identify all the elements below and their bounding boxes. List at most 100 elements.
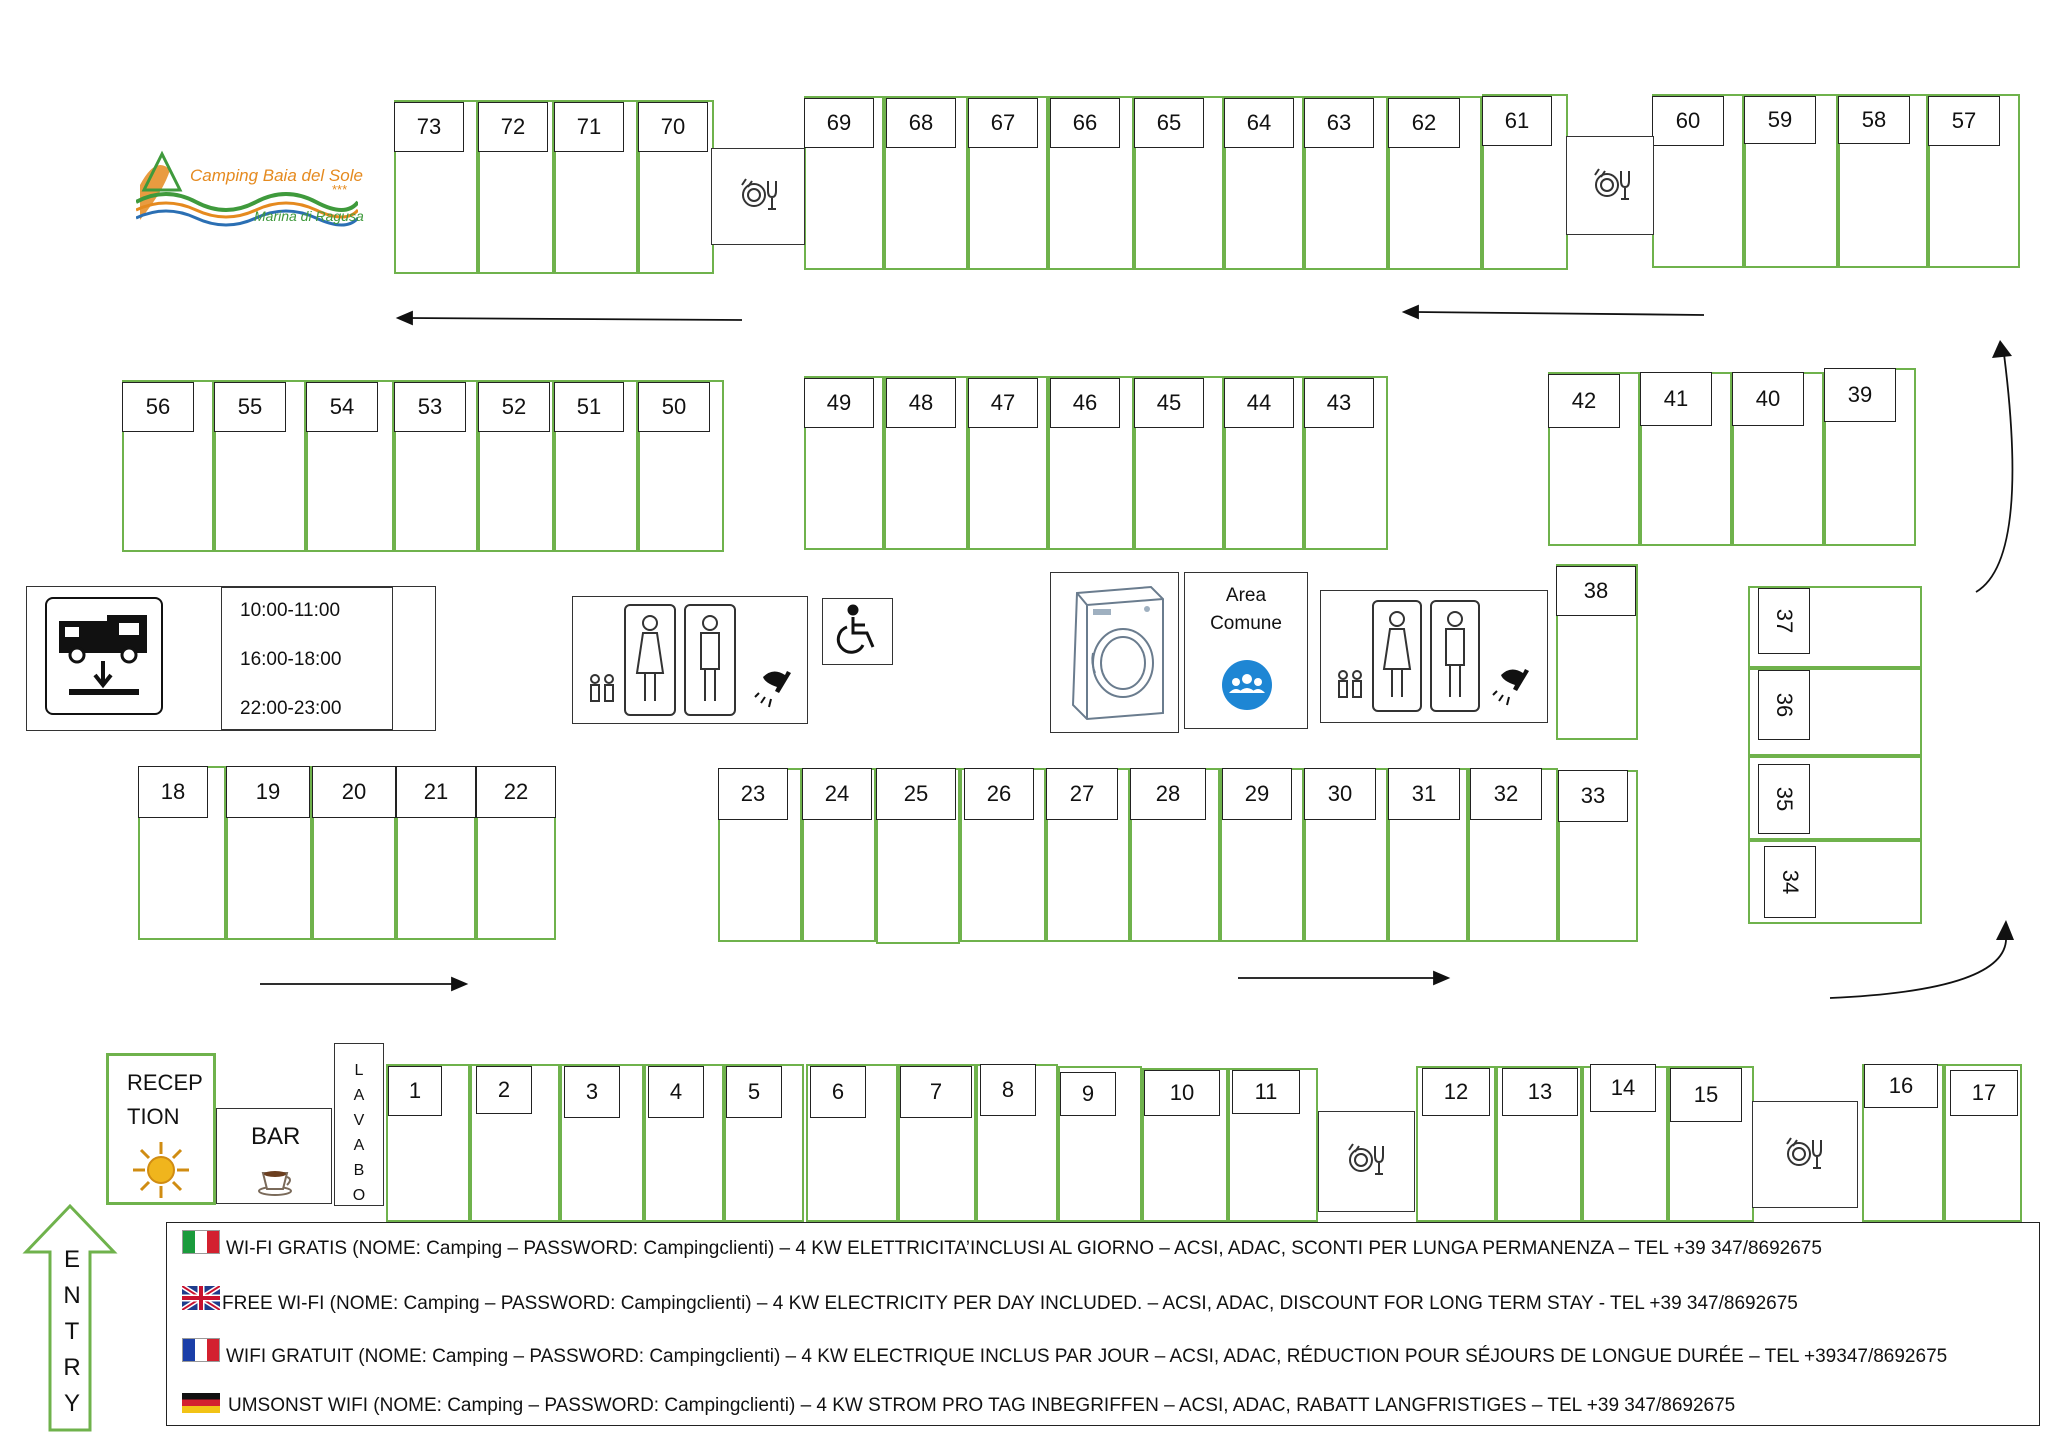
info-line-french: WIFI GRATUIT (NOME: Camping – PASSWORD: … [226,1346,1948,1367]
people-group-icon [1222,660,1272,710]
pitch-number-45: 45 [1134,378,1204,428]
pitch-number-10: 10 [1144,1070,1220,1116]
common-area: Area Comune [1184,572,1308,729]
pitch-number-46: 46 [1050,378,1120,428]
pitch-number-39: 39 [1824,368,1896,422]
shower-icon [1492,669,1529,706]
pitch-number-28: 28 [1130,768,1206,820]
pitch-number-2: 2 [476,1066,532,1114]
camper-service-hours-box: 10:00-11:00 16:00-18:00 22:00-23:00 [221,587,393,730]
pitch-number-8: 8 [980,1064,1036,1116]
pitch-number-71: 71 [554,102,624,152]
pitch-number-41: 41 [1640,372,1712,426]
lavabo-letter: L [354,1062,364,1079]
pitch-number-72: 72 [478,102,548,152]
pitch-number-32: 32 [1470,768,1542,820]
toilet-block-right [1320,590,1548,723]
toilet-icon [590,604,791,716]
direction-arrow-top-left [395,310,743,326]
flag-italy-icon [182,1230,220,1254]
dishwashing-station-bottom-left [1318,1111,1415,1212]
lavabo-letter: B [353,1162,365,1179]
pitch-number-66: 66 [1050,98,1120,148]
dishwashing-icon [741,178,777,210]
common-area-label-1: Area [1225,585,1267,606]
pitch-number-52: 52 [478,382,550,432]
reception-label-1: RECEP [127,1070,203,1095]
pitch-number-9: 9 [1060,1072,1116,1116]
pitch-number-14: 14 [1590,1064,1656,1112]
pitch-number-36: 36 [1758,670,1810,740]
pitch-number-16: 16 [1864,1064,1938,1108]
bar-label: BAR [251,1123,301,1150]
pitch-number-34: 34 [1764,846,1816,918]
direction-arrow-lower-left [260,976,469,992]
pitch-number-26: 26 [964,768,1034,820]
info-panel [166,1222,2040,1426]
pitch-number-3: 3 [564,1066,620,1118]
dishwashing-station-top-right [1566,136,1654,235]
reception: RECEP TION [106,1053,216,1205]
pitch-number-31: 31 [1388,768,1460,820]
entry-letter: Y [63,1390,80,1417]
pitch-number-37: 37 [1758,588,1810,654]
service-time-2: 16:00-18:00 [240,649,342,670]
pitch-number-21: 21 [396,766,476,818]
pitch-number-29: 29 [1222,768,1292,820]
pitch-number-7: 7 [900,1066,972,1118]
direction-arrow-top-right [1401,304,1705,320]
info-line-english: FREE WI-FI (NOME: Camping – PASSWORD: Ca… [222,1293,1798,1314]
pitch-number-5: 5 [726,1066,782,1118]
pitch-number-44: 44 [1224,378,1294,428]
pitch-number-62: 62 [1388,98,1460,148]
pitch-11 [1228,1068,1318,1222]
dishwashing-station-top-left [711,148,805,245]
pitch-number-24: 24 [802,768,872,820]
logo-graphic [135,150,360,227]
lavabo-letter: V [353,1112,365,1129]
wheelchair-icon [836,604,875,654]
entry-letter: R [63,1354,81,1381]
bar: BAR [216,1108,332,1204]
pitch-number-50: 50 [638,382,710,432]
pitch-number-15: 15 [1670,1068,1742,1122]
pitch-number-53: 53 [394,382,466,432]
pitch-number-20: 20 [312,766,396,818]
pitch-number-1: 1 [388,1066,442,1116]
dishwashing-icon [1348,1143,1384,1175]
pitch-number-70: 70 [638,102,708,152]
pitch-number-33: 33 [1558,770,1628,822]
logo-place: Marina di Ragusa [254,208,364,224]
pitch-number-54: 54 [306,382,378,432]
pitch-number-47: 47 [968,378,1038,428]
curved-arrow-right-top [1975,353,2014,593]
toilet-icon [1338,600,1529,712]
direction-arrow-lower-right [1238,970,1451,986]
info-line-italian: WI-FI GRATIS (NOME: Camping – PASSWORD: … [226,1238,1822,1259]
flag-france-icon [182,1338,220,1362]
accessible-facility [822,598,893,665]
pitch-number-56: 56 [122,382,194,432]
pitch-number-11: 11 [1232,1070,1300,1114]
flag-uk-icon [182,1286,220,1310]
entry-letter: N [63,1282,81,1309]
lavabo-letter: O [352,1187,366,1204]
dishwashing-station-bottom-right [1752,1101,1858,1208]
pitch-number-13: 13 [1502,1068,1578,1116]
entry-letter: T [64,1318,80,1345]
pitch-number-49: 49 [804,378,874,428]
pitch-number-55: 55 [214,382,286,432]
pitch-number-6: 6 [810,1066,866,1118]
pitch-number-69: 69 [804,98,874,148]
logo-stars: *** [332,182,348,197]
camper-service-area: 10:00-11:00 16:00-18:00 22:00-23:00 [26,586,436,731]
pitch-number-40: 40 [1732,372,1804,426]
pitch-number-17: 17 [1950,1070,2018,1116]
pitch-number-58: 58 [1838,96,1910,144]
pitch-number-19: 19 [226,766,310,818]
info-line-german: UMSONST WIFI (NOME: Camping – PASSWORD: … [228,1395,1736,1416]
camping-logo: Camping Baia del Sole *** Marina di Ragu… [135,150,364,230]
logo-name: Camping Baia del Sole [190,166,363,185]
